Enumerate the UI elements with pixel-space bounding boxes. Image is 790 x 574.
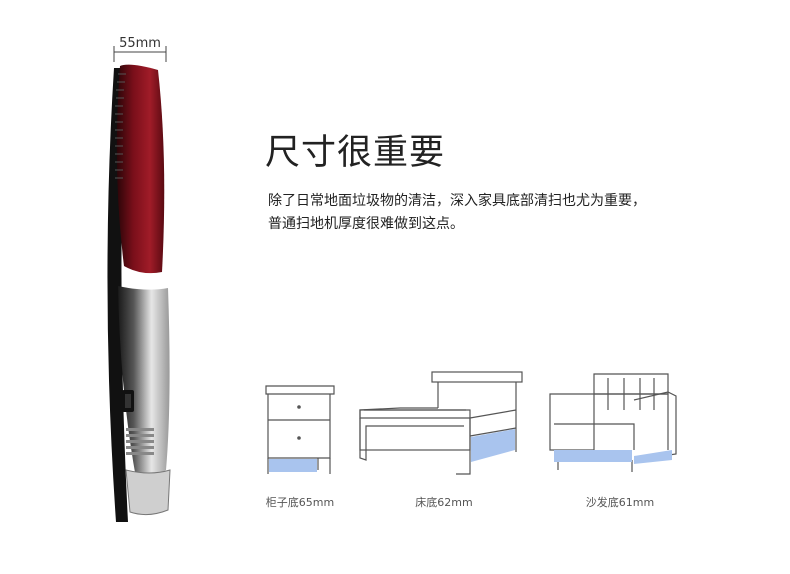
- sofa-caption: 沙发底61mm: [585, 496, 655, 509]
- sofa-icon: [549, 373, 677, 472]
- robot-vacuum-side-image: [107, 64, 171, 522]
- description-line: 除了日常地面垃圾物的清洁，深入家具底部清扫也尤为重要，: [268, 193, 646, 209]
- thickness-dimension: 55mm: [112, 36, 168, 64]
- dimension-bracket-icon: [113, 46, 167, 62]
- bed-icon: [359, 371, 523, 475]
- page-title: 尺寸很重要: [265, 133, 446, 173]
- bed-caption: 床底62mm: [415, 496, 473, 509]
- cabinet-icon: [265, 385, 335, 474]
- description-line: 普通扫地机厚度很难做到这点。: [268, 216, 464, 232]
- description-text: 除了日常地面垃圾物的清洁，深入家具底部清扫也尤为重要， 普通扫地机厚度很难做到这…: [268, 190, 728, 236]
- cabinet-caption: 柜子底65mm: [265, 496, 335, 509]
- thickness-label: 55mm: [119, 36, 161, 51]
